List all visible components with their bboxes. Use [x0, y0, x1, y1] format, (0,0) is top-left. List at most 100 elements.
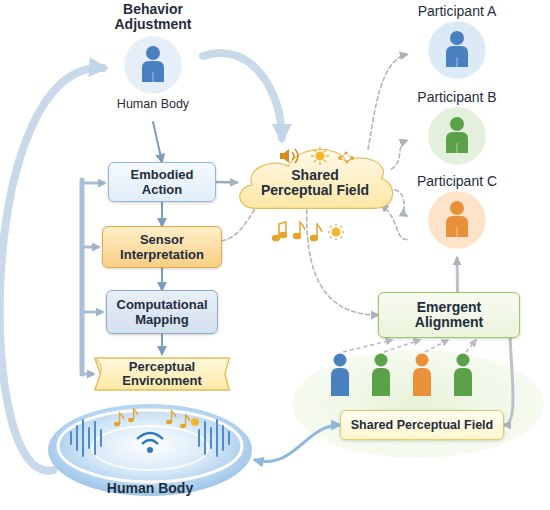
- decor-path: [82, 182, 105, 185]
- decor-path: [142, 440, 158, 444]
- feedback-bar: [82, 180, 105, 374]
- decor-path: [210, 428, 212, 448]
- decor-path: [425, 340, 448, 352]
- decor-path: [88, 428, 90, 448]
- connector: [161, 334, 163, 354]
- decor-path: [186, 415, 190, 426]
- node-label: Participant B: [417, 90, 496, 105]
- decor-circle: [344, 151, 347, 154]
- decor-ellipse: [48, 404, 252, 496]
- decor-circle: [457, 354, 470, 367]
- node-label: Human Body: [107, 480, 193, 496]
- decor-circle: [147, 447, 153, 453]
- connector: [216, 181, 237, 184]
- decor-path: [343, 340, 392, 352]
- node-label: Behavior Adjustment: [103, 2, 203, 32]
- connector: [222, 206, 257, 241]
- decor-path: [94, 422, 96, 454]
- actor-circle: Behavior AdjustmentHuman Body: [103, 2, 203, 122]
- connector: [381, 205, 407, 240]
- connector: [203, 53, 282, 138]
- decor-path: [216, 420, 218, 456]
- decor-path: [446, 132, 468, 153]
- connector: [161, 202, 163, 226]
- decor-path: [384, 340, 420, 352]
- decor-path: [331, 368, 349, 396]
- alignment-links: [343, 340, 476, 352]
- decor-path: [279, 222, 286, 238]
- node-label: Embodied Action: [115, 167, 209, 197]
- decor-path: [82, 311, 103, 314]
- decor-path: [120, 413, 124, 424]
- participant-circle: Participant C: [407, 174, 507, 258]
- decor-path: [100, 430, 102, 446]
- decor-path: [446, 216, 468, 237]
- decor-path: [95, 358, 101, 374]
- decor-path: [240, 149, 393, 208]
- decor-path: [82, 373, 94, 376]
- node-label: Shared Perceptual Field: [351, 418, 493, 433]
- decor-path: [222, 426, 224, 450]
- decor-path: [70, 432, 72, 444]
- decor-circle: [450, 117, 464, 131]
- decor-path: [446, 46, 468, 67]
- decor-path: [280, 149, 289, 163]
- decor-circle: [332, 228, 341, 237]
- decor-path: [134, 409, 138, 420]
- participant-group: [331, 354, 472, 397]
- connector: [456, 258, 460, 292]
- connector: [255, 425, 340, 461]
- person-icon: [426, 19, 488, 81]
- node-label: Sensor Interpretation: [109, 232, 215, 262]
- decor-path: [300, 222, 305, 236]
- participant-circle: Participant A: [407, 4, 507, 88]
- decor-circle: [428, 107, 487, 166]
- group-oval: [292, 350, 544, 458]
- decor-path: [228, 432, 230, 444]
- decor-path: [457, 143, 458, 153]
- decor-circle: [191, 418, 199, 426]
- person-icon: [426, 105, 488, 167]
- decor-path: [457, 57, 458, 67]
- decor-ellipse: [92, 426, 208, 470]
- decor-path: [317, 224, 322, 238]
- decor-circle: [428, 21, 487, 80]
- connector: [391, 140, 407, 169]
- decor-path: [76, 426, 78, 450]
- connector: [153, 122, 162, 162]
- shared-field-box: Shared Perceptual Field: [340, 410, 504, 440]
- decor-circle: [375, 354, 388, 367]
- node-label: Participant C: [417, 174, 497, 189]
- decor-path: [82, 246, 99, 249]
- decor-ellipse: [311, 235, 318, 240]
- decor-ellipse: [58, 410, 242, 482]
- node-label: Perceptual Environment: [106, 360, 218, 388]
- decor-path: [153, 72, 154, 82]
- node-label: Participant A: [418, 4, 497, 19]
- node-label: Computational Mapping: [113, 297, 211, 327]
- decor-circle: [146, 46, 160, 60]
- sun-icon: [328, 224, 344, 240]
- process-box: Embodied Action: [108, 162, 216, 202]
- decor-circle: [416, 354, 429, 367]
- alignment-box: Emergent Alignment: [378, 292, 520, 338]
- decor-circle: [334, 354, 347, 367]
- person-icon: [122, 34, 184, 96]
- decor-path: [466, 340, 476, 352]
- decor-path: [137, 433, 163, 439]
- decor-path: [454, 368, 472, 396]
- decor-ellipse: [273, 235, 280, 240]
- decor-path: [142, 61, 164, 82]
- decor-ellipse: [280, 232, 287, 237]
- connector: [0, 68, 103, 471]
- decor-path: [328, 224, 344, 240]
- music-notes: [273, 222, 323, 241]
- decor-path: [172, 411, 176, 422]
- shared-field-cloud: Shared Perceptual Field: [232, 138, 398, 212]
- decor-circle: [124, 36, 183, 95]
- decor-path: [82, 420, 84, 456]
- decor-circle: [450, 201, 464, 215]
- node-label: Shared Perceptual Field: [256, 168, 374, 198]
- participant-circle: Participant B: [407, 90, 507, 174]
